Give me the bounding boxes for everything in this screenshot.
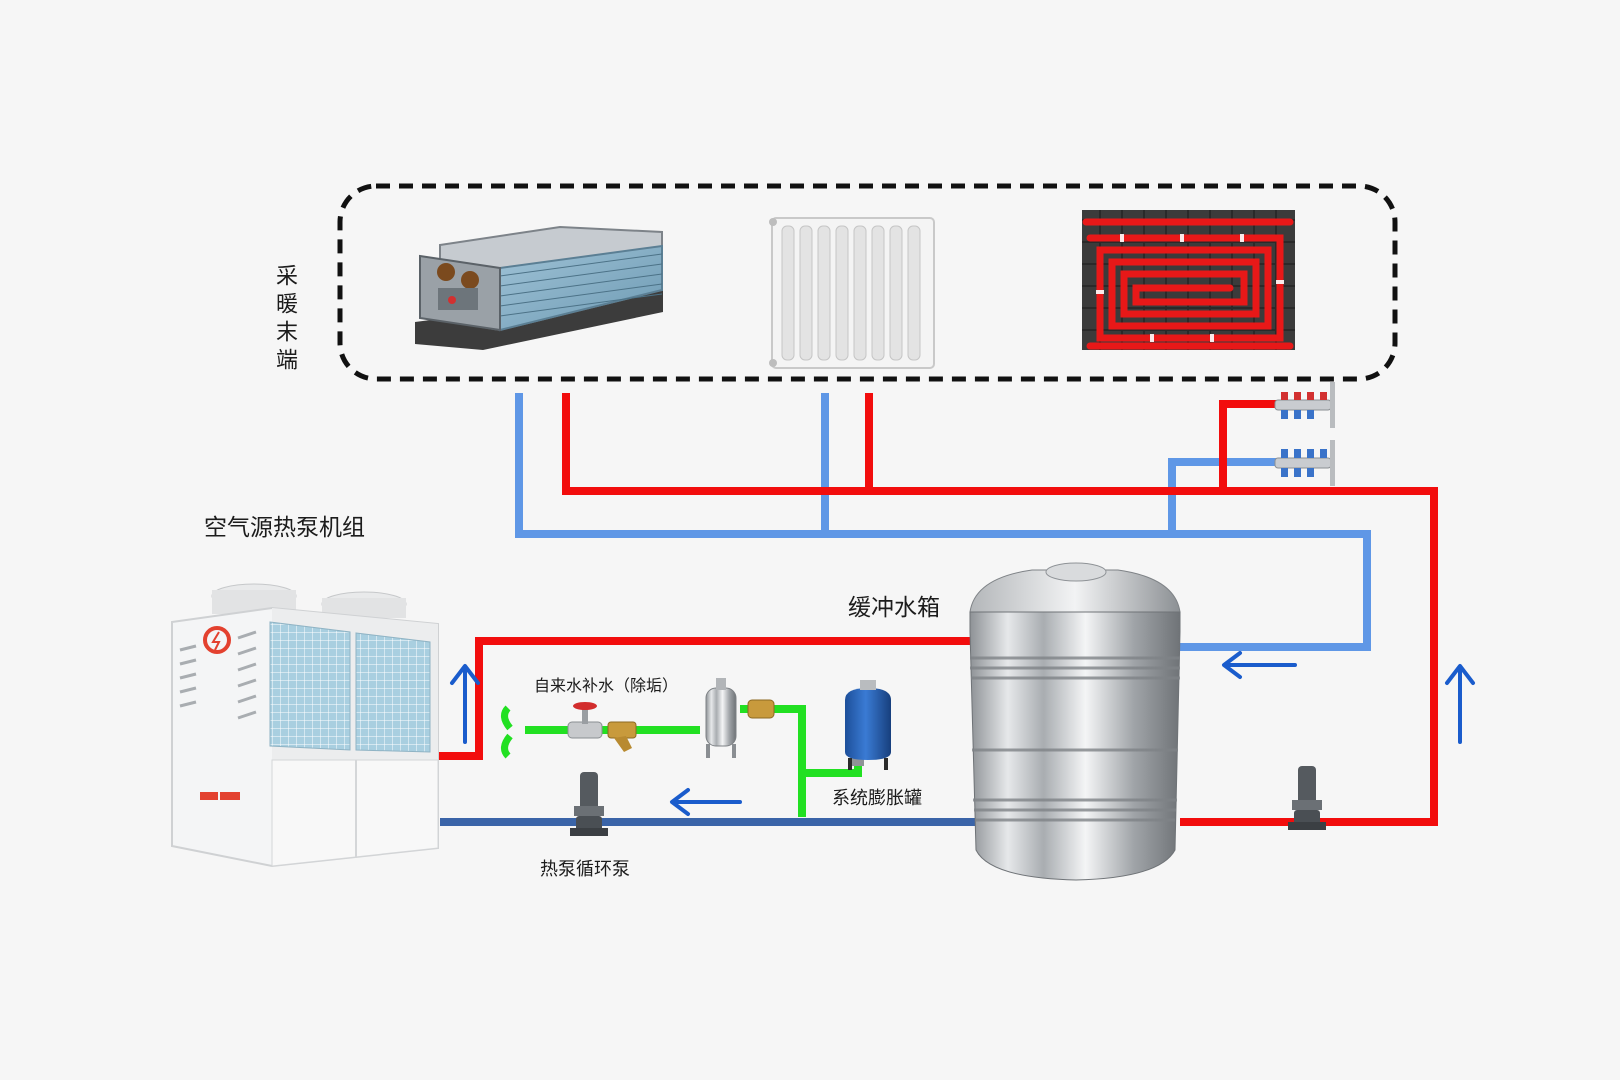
floor-heating-coil-icon [1082, 210, 1295, 350]
heating-terminal-boundary [337, 183, 1398, 382]
supply-pipe-network [562, 393, 1438, 826]
radiator-icon [769, 217, 935, 369]
circulation-pump-label: 热泵循环泵 [540, 859, 630, 880]
expansion-tank-icon [845, 680, 891, 770]
stainless-buffer-tank-icon [969, 562, 1181, 881]
buffer-tank-label: 缓冲水箱 [848, 595, 940, 621]
makeup-water-label: 自来水补水（除垢） [534, 676, 679, 695]
inline-pump-icon [570, 772, 608, 836]
descaler-icon [705, 678, 775, 758]
inline-pump-icon [1288, 766, 1326, 830]
fan-coil-unit-icon [415, 225, 663, 350]
flow-arrow-icon [1445, 664, 1475, 744]
flow-arrow-icon [670, 788, 742, 816]
globe-valve-icon [501, 702, 603, 759]
flow-arrow-icon [1222, 651, 1297, 679]
heat-pump-unit-label: 空气源热泵机组 [204, 515, 365, 541]
expansion-tank-label: 系统膨胀罐 [832, 788, 922, 809]
heat-pump-unit-icon [171, 583, 439, 868]
manifold-icon [1274, 440, 1335, 486]
manifold-icon [1274, 382, 1335, 428]
heat-pump-supply-pipe [427, 637, 975, 760]
heating-terminal-label: 采暖末端 [272, 264, 297, 376]
return-pipe-network [515, 393, 1371, 651]
y-strainer-icon [607, 721, 637, 752]
flow-arrow-icon [450, 664, 480, 744]
